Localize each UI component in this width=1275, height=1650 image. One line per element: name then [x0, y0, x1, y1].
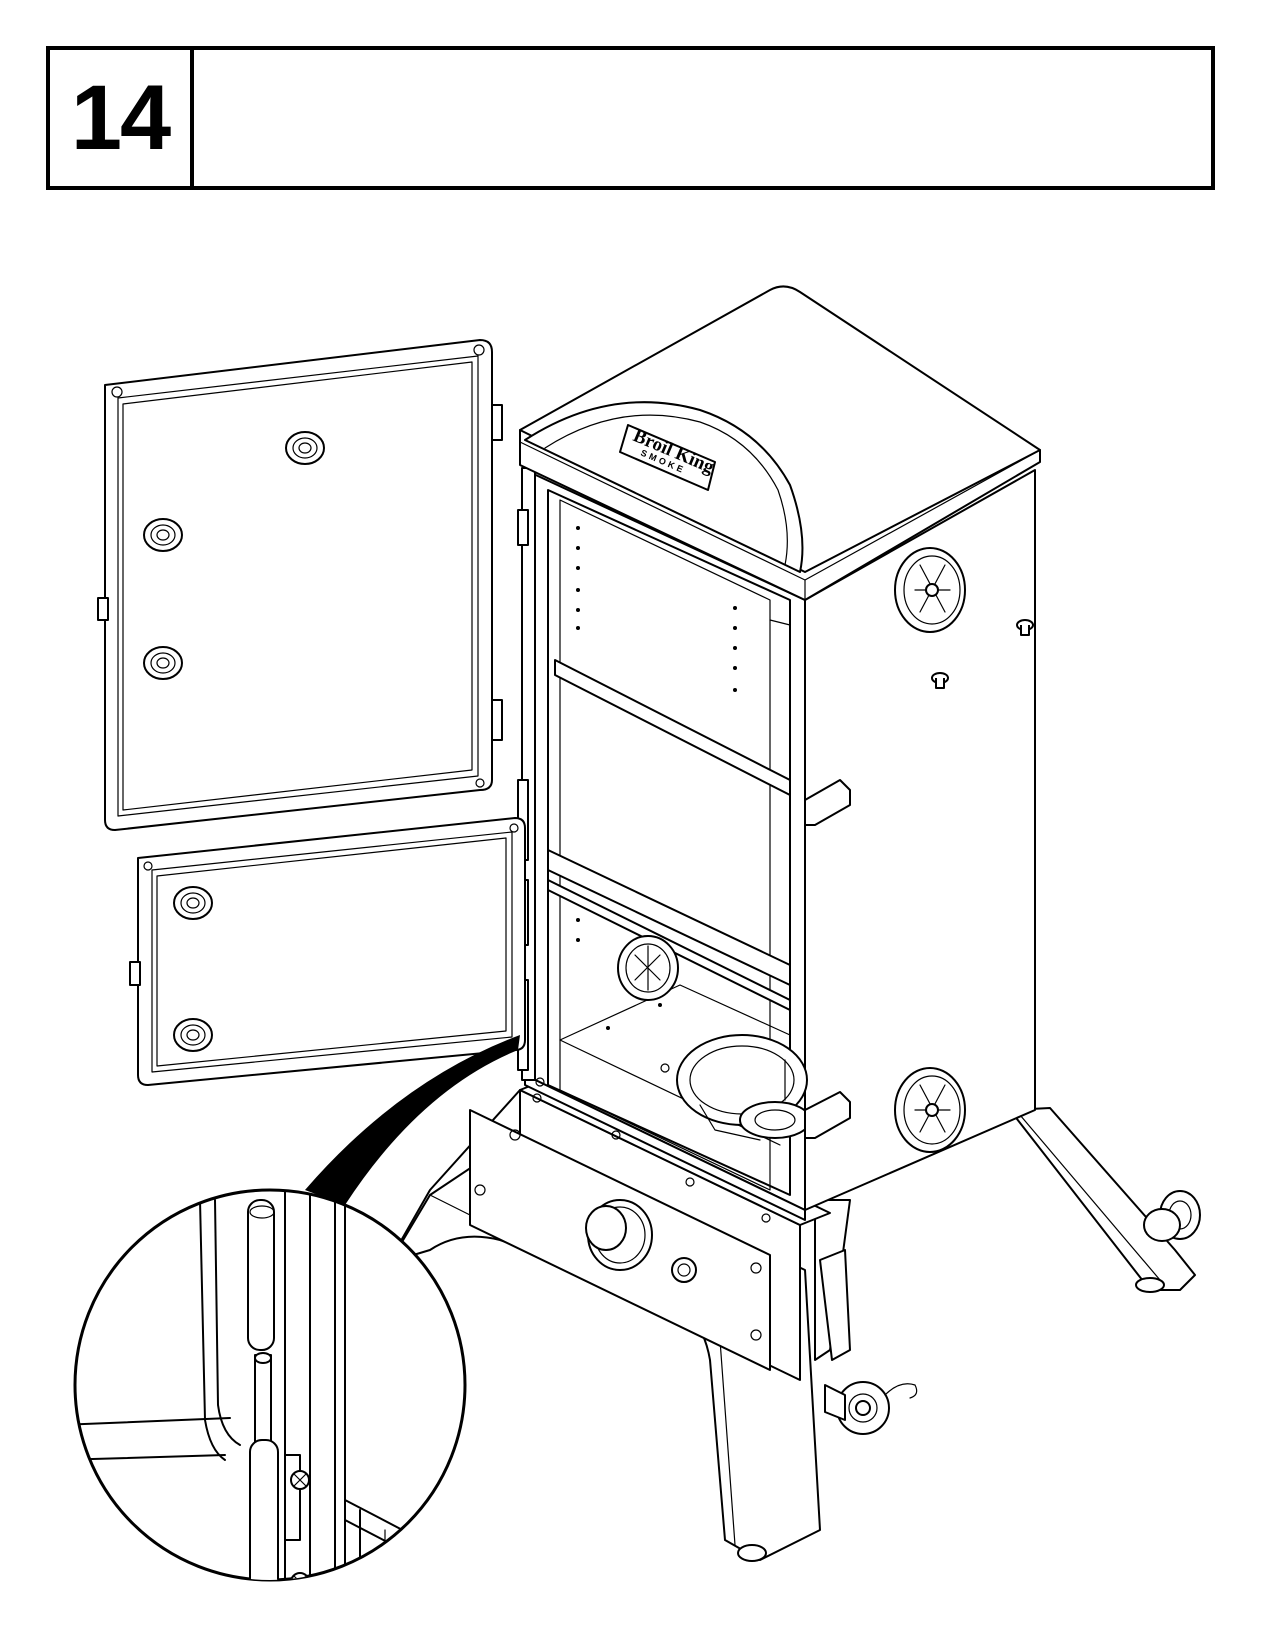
step-header: 14: [46, 46, 1215, 190]
upper-hinge-barrel: [247, 1199, 275, 1351]
detail-callout-pointer: [305, 1035, 520, 1205]
step-number-box: 14: [50, 50, 194, 186]
burner-bowl: [676, 1034, 811, 1141]
upper-door-latch[interactable]: [804, 779, 851, 826]
rear-vent-inside: [617, 935, 679, 1001]
hinge-detail-magnifier: [73, 1188, 467, 1582]
igniter-button[interactable]: [671, 1257, 697, 1283]
smoker-top: Broil King SMOKE: [519, 285, 1041, 601]
lower-door[interactable]: [129, 817, 526, 1086]
side-vent-upper[interactable]: [894, 547, 966, 633]
side-peg: [931, 619, 1034, 689]
side-vent-lower[interactable]: [894, 1067, 966, 1153]
lower-door-latch[interactable]: [804, 1091, 851, 1139]
step-number: 14: [70, 67, 171, 169]
upper-door[interactable]: [97, 339, 503, 831]
lower-hinge-barrel: [249, 1439, 279, 1580]
burner-control-knob[interactable]: [585, 1199, 653, 1271]
